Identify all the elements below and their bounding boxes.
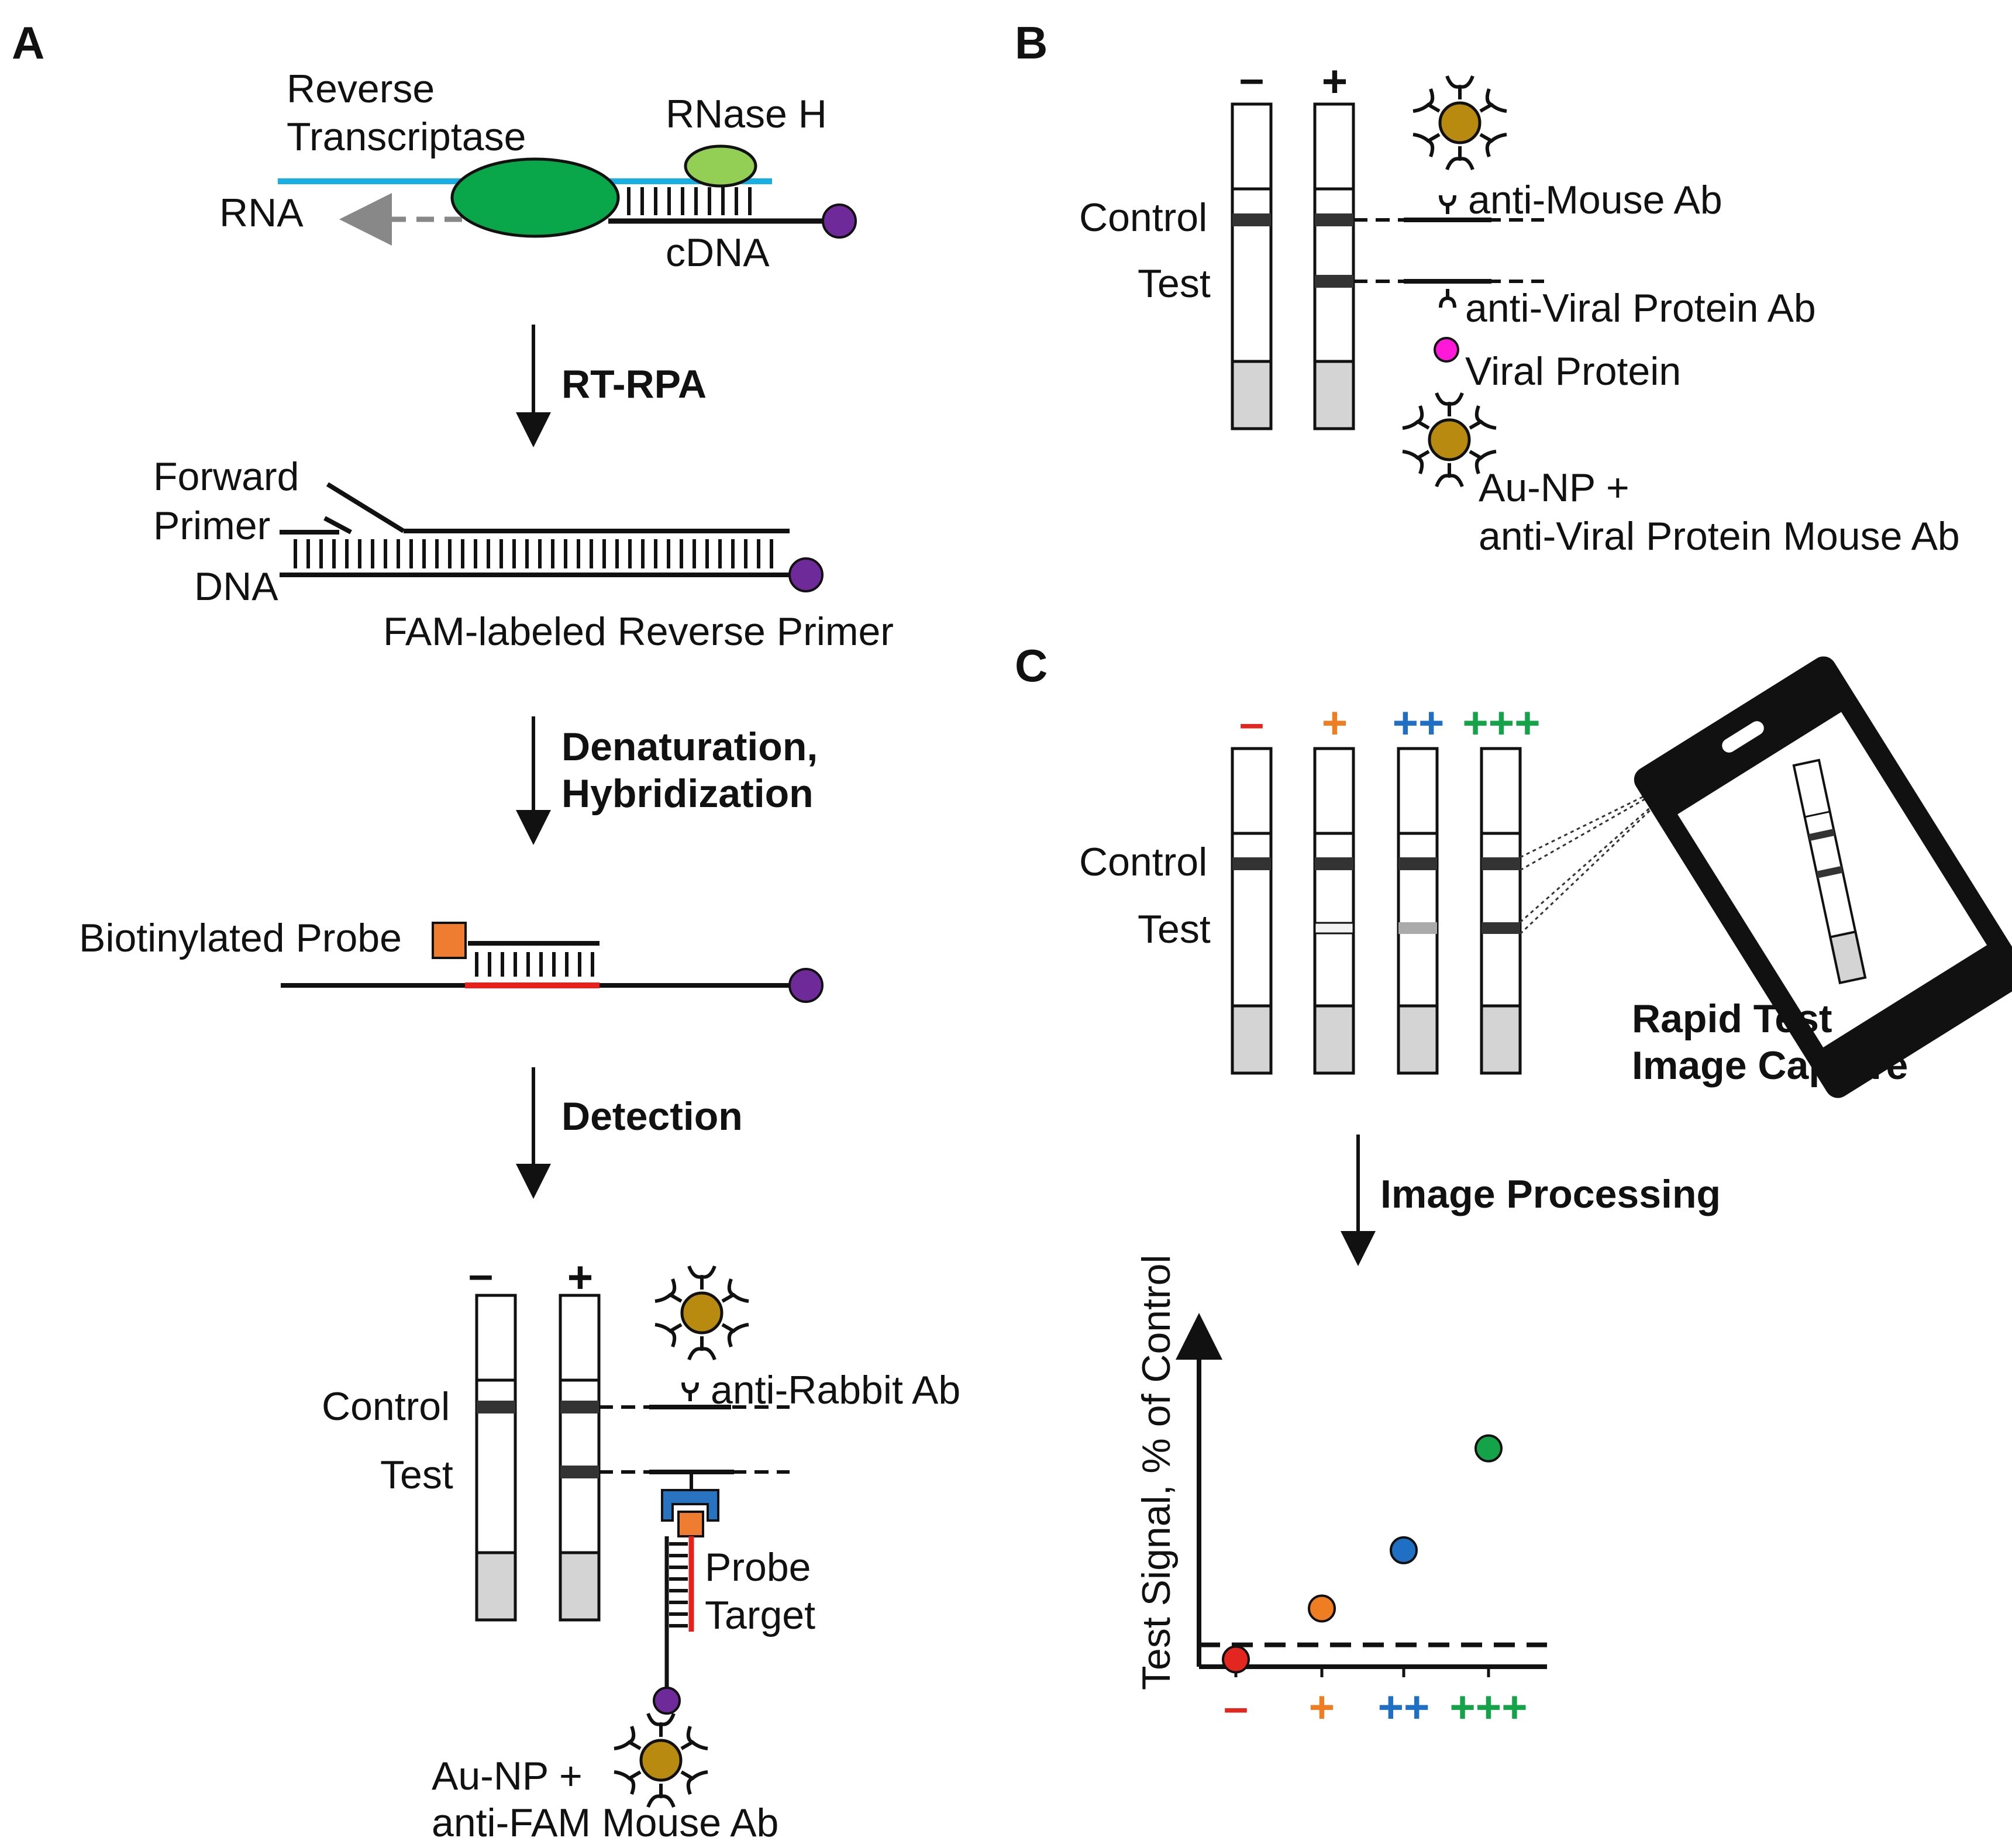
viral-protein-icon — [1434, 337, 1459, 363]
au-np-label-2: anti-Viral Protein Mouse Ab — [1479, 514, 1960, 558]
probe-base-pairs — [475, 952, 594, 977]
au-np-label-1: Au-NP + — [1479, 466, 1629, 510]
data-point — [1474, 1434, 1503, 1463]
capture-label-2: Image Capture — [1632, 1043, 1908, 1088]
gold-nanoparticle-icon — [1413, 76, 1507, 170]
dna-label: DNA — [194, 564, 278, 609]
antigen-lateral-flow-strip: – + Control Test anti-Mouse Ab anti-Vira… — [1079, 54, 1960, 558]
panel-label-a: A — [12, 17, 44, 68]
level-label-high: +++ — [1462, 698, 1540, 748]
viral-protein-label: Viral Protein — [1465, 349, 1681, 394]
forward-primer-label-2: Primer — [153, 504, 270, 548]
fam-label-icon — [788, 968, 824, 1003]
x-tick-label: + — [1309, 1682, 1335, 1732]
test-label: Test — [1138, 261, 1211, 306]
nucleic-acid-lateral-flow-strip: – + Control Test anti-Rabbit Ab Probe — [322, 1250, 960, 1845]
denaturation-label: Denaturation, — [561, 725, 818, 769]
anti-viral-protein-ab-label: anti-Viral Protein Ab — [1465, 286, 1816, 330]
biotin-icon — [677, 1511, 704, 1537]
hybridization-label: Hybridization — [561, 771, 814, 816]
gold-nanoparticle-icon — [614, 1713, 708, 1807]
level-label-negative: – — [1239, 698, 1264, 748]
smartphone-icon — [1634, 656, 2012, 1098]
capture-label-1: Rapid Test — [1632, 997, 1832, 1041]
test-label: Test — [380, 1453, 453, 1497]
target-label: Target — [705, 1593, 815, 1637]
control-label: Control — [1079, 840, 1207, 884]
panel-label-c: C — [1015, 640, 1048, 691]
rt-rpa-label: RT-RPA — [561, 362, 707, 406]
fam-label-icon — [822, 204, 857, 239]
anti-rabbit-ab-label: anti-Rabbit Ab — [711, 1368, 960, 1412]
reverse-transcription-step: Reverse Transcriptase RNase H RNA cDNA — [219, 67, 857, 275]
cdna-label: cDNA — [666, 230, 770, 275]
detection-label: Detection — [561, 1094, 743, 1139]
panel-label-b: B — [1015, 17, 1048, 68]
image-processing-label: Image Processing — [1380, 1172, 1721, 1216]
positive-sign: + — [1322, 57, 1348, 106]
au-np-label-1: Au-NP + — [432, 1754, 583, 1798]
anti-mouse-ab-label: anti-Mouse Ab — [1468, 178, 1722, 222]
control-label: Control — [322, 1384, 450, 1429]
data-point — [1308, 1594, 1336, 1623]
level-label-low: + — [1322, 698, 1348, 748]
fam-label-icon — [788, 557, 824, 592]
data-point — [1222, 1645, 1250, 1674]
biotinylated-probe-label: Biotinylated Probe — [79, 916, 402, 960]
dna-base-pairs — [294, 539, 773, 568]
reverse-transcriptase-label-1: Reverse — [287, 67, 435, 111]
reverse-primer-label: FAM-labeled Reverse Primer — [383, 609, 894, 654]
semi-quantitative-strips: – + ++ +++ Control Test — [1079, 698, 1689, 1075]
negative-sign: – — [1239, 54, 1264, 104]
rnase-h-label: RNase H — [666, 92, 827, 136]
forward-primer-label-1: Forward — [153, 454, 299, 499]
biotin-icon — [432, 922, 467, 959]
rna-label: RNA — [219, 191, 304, 235]
level-label-medium: ++ — [1393, 698, 1445, 748]
streptavidin-icon — [661, 1489, 719, 1522]
data-point — [1390, 1536, 1418, 1564]
y-axis-label: Test Signal, % of Control — [1134, 1254, 1179, 1690]
test-label: Test — [1138, 907, 1211, 951]
reverse-transcriptase-icon — [450, 157, 620, 238]
fam-label-icon — [653, 1687, 681, 1715]
gold-nanoparticle-icon — [655, 1266, 749, 1360]
rna-cdna-base-pairs — [627, 187, 752, 215]
test-signal-chart: Test Signal, % of Control –++++++ — [1134, 1254, 1547, 1732]
rnase-h-icon — [684, 144, 757, 188]
amplification-step: Forward Primer DNA FAM-labeled Reverse P… — [153, 454, 894, 654]
probe-label: Probe — [705, 1545, 811, 1590]
control-label: Control — [1079, 195, 1207, 240]
negative-sign: – — [468, 1250, 493, 1299]
au-np-label-2: anti-FAM Mouse Ab — [432, 1801, 778, 1845]
x-tick-label: – — [1224, 1682, 1248, 1732]
reverse-transcriptase-label-2: Transcriptase — [287, 115, 526, 159]
x-tick-label: ++ — [1378, 1682, 1430, 1732]
hybridization-step: Biotinylated Probe — [79, 916, 824, 1003]
x-tick-label: +++ — [1449, 1682, 1527, 1732]
